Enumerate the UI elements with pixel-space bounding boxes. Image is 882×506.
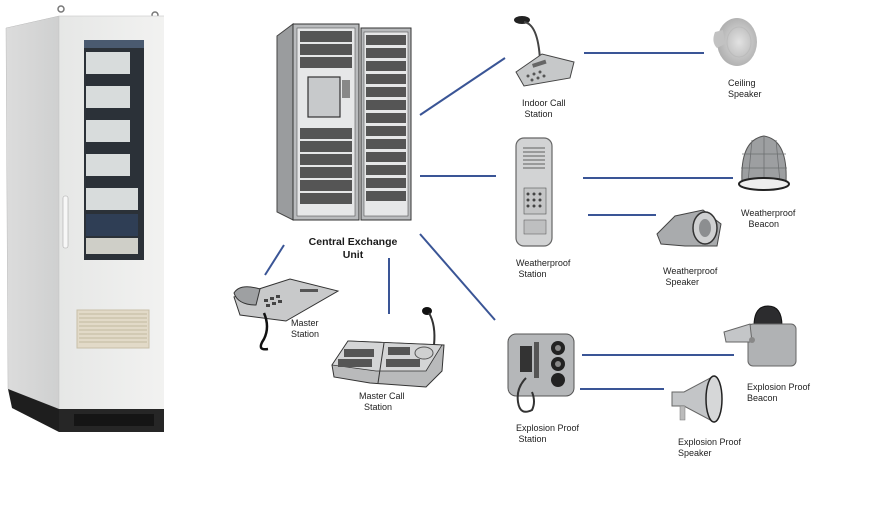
weatherproof-speaker	[655, 206, 727, 251]
label-explosion-proof-speaker: Explosion Proof Speaker	[678, 437, 742, 458]
desk-phone-console-icon	[233, 278, 340, 351]
label-explosion-proof-station: Explosion Proof Station	[516, 423, 580, 444]
label-master-call-station: Master Call Station	[359, 391, 405, 412]
explosion-proof-station	[506, 332, 578, 420]
intercom-panel-icon	[515, 137, 553, 247]
label-weatherproof-speaker: Weatherproof Speaker	[663, 266, 718, 287]
paging-console-icon	[331, 307, 445, 388]
edge-central-to-explosion-station	[419, 233, 496, 321]
weatherproof-beacon	[736, 132, 792, 198]
edge-central-to-master-station	[264, 244, 285, 276]
label-weatherproof-beacon: Weatherproof Beacon	[741, 208, 796, 229]
label-indoor-call-station: Indoor Call Station	[522, 98, 566, 119]
master-call-station	[330, 305, 448, 390]
horn-speaker-icon	[656, 209, 722, 247]
ceiling-speaker-icon	[713, 18, 757, 66]
cabinet-icon	[5, 5, 164, 432]
industrial-beacon-icon	[723, 305, 797, 367]
central-exchange-unit	[275, 22, 415, 227]
label-ceiling-speaker: Ceiling Speaker	[728, 78, 762, 99]
megaphone-speaker-icon	[671, 375, 723, 423]
beacon-light-icon	[738, 135, 790, 191]
desk-microphone-console-icon	[514, 16, 575, 87]
ceiling-speaker	[707, 12, 761, 70]
label-weatherproof-station: Weatherproof Station	[516, 258, 571, 279]
label-explosion-proof-beacon: Explosion Proof Beacon	[747, 382, 811, 403]
explosion-proof-phone-icon	[507, 333, 575, 413]
explosion-proof-beacon	[722, 302, 802, 372]
explosion-proof-speaker	[670, 374, 728, 428]
label-central-exchange: Central Exchange Unit	[308, 236, 398, 261]
equipment-cabinet	[4, 4, 164, 444]
weatherproof-station	[514, 136, 556, 251]
indoor-call-station	[510, 12, 580, 87]
server-rack-icon	[276, 23, 412, 221]
master-station	[230, 277, 340, 352]
edge-central-to-indoor-call	[419, 57, 506, 116]
label-master-station: Master Station	[291, 318, 320, 339]
